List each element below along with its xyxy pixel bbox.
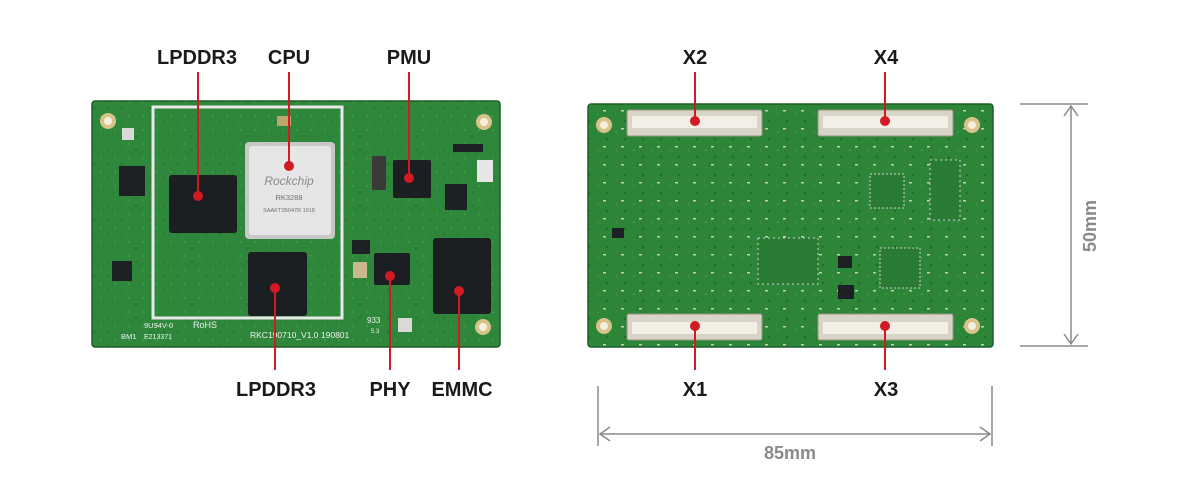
label-x3: X3 — [873, 379, 899, 401]
silk-code-1: 9U94V-0 — [144, 321, 173, 330]
dot-emmc — [454, 286, 464, 296]
chip-marking-1: RK3288 — [275, 193, 302, 202]
dimension-width-label: 85mm — [763, 443, 817, 463]
pointer-lines — [197, 72, 886, 370]
shield-outline — [151, 105, 344, 320]
phy-chip — [374, 253, 410, 285]
label-phy: PHY — [369, 379, 411, 401]
dot-lpddr3-bottom — [270, 283, 280, 293]
front-pcb — [91, 100, 501, 348]
dimension-height — [1020, 103, 1088, 347]
dot-x2 — [690, 116, 700, 126]
dot-x3 — [880, 321, 890, 331]
label-x1: X1 — [682, 379, 708, 401]
front-silkscreen: Rockchip RK3288 SAAKT2B047R 1918 RKC1907… — [121, 174, 381, 341]
label-x4: X4 — [873, 47, 899, 69]
brand-logo-text: Rockchip — [264, 174, 314, 188]
silk-bm: BM1 — [121, 332, 136, 341]
dot-x1 — [690, 321, 700, 331]
label-emmc: EMMC — [431, 379, 493, 401]
dot-x4 — [880, 116, 890, 126]
label-lpddr3-top: LPDDR3 — [156, 47, 238, 69]
dot-pmu — [404, 173, 414, 183]
back-pcb — [587, 103, 994, 348]
label-pmu: PMU — [386, 47, 432, 69]
chip-marking-2: SAAKT2B047R 1918 — [263, 208, 315, 214]
silk-code-2: E213371 — [144, 334, 172, 341]
dot-lpddr3-top — [193, 191, 203, 201]
label-lpddr3-bottom: LPDDR3 — [235, 379, 317, 401]
silk-revision: RKC190710_V1.0 190801 — [250, 330, 350, 340]
dimension-width — [597, 386, 993, 446]
silk-rohs: RoHS — [193, 320, 217, 330]
dimension-height-label: 50mm — [1080, 199, 1100, 253]
lpddr3-chip-top — [169, 175, 237, 233]
silk-933: 933 — [367, 316, 381, 325]
label-x2: X2 — [682, 47, 708, 69]
pointer-dots — [193, 116, 890, 331]
dot-phy — [385, 271, 395, 281]
emmc-chip — [433, 238, 491, 314]
label-cpu: CPU — [267, 47, 311, 69]
silk-53: 5.3 — [371, 329, 380, 335]
dot-cpu — [284, 161, 294, 171]
